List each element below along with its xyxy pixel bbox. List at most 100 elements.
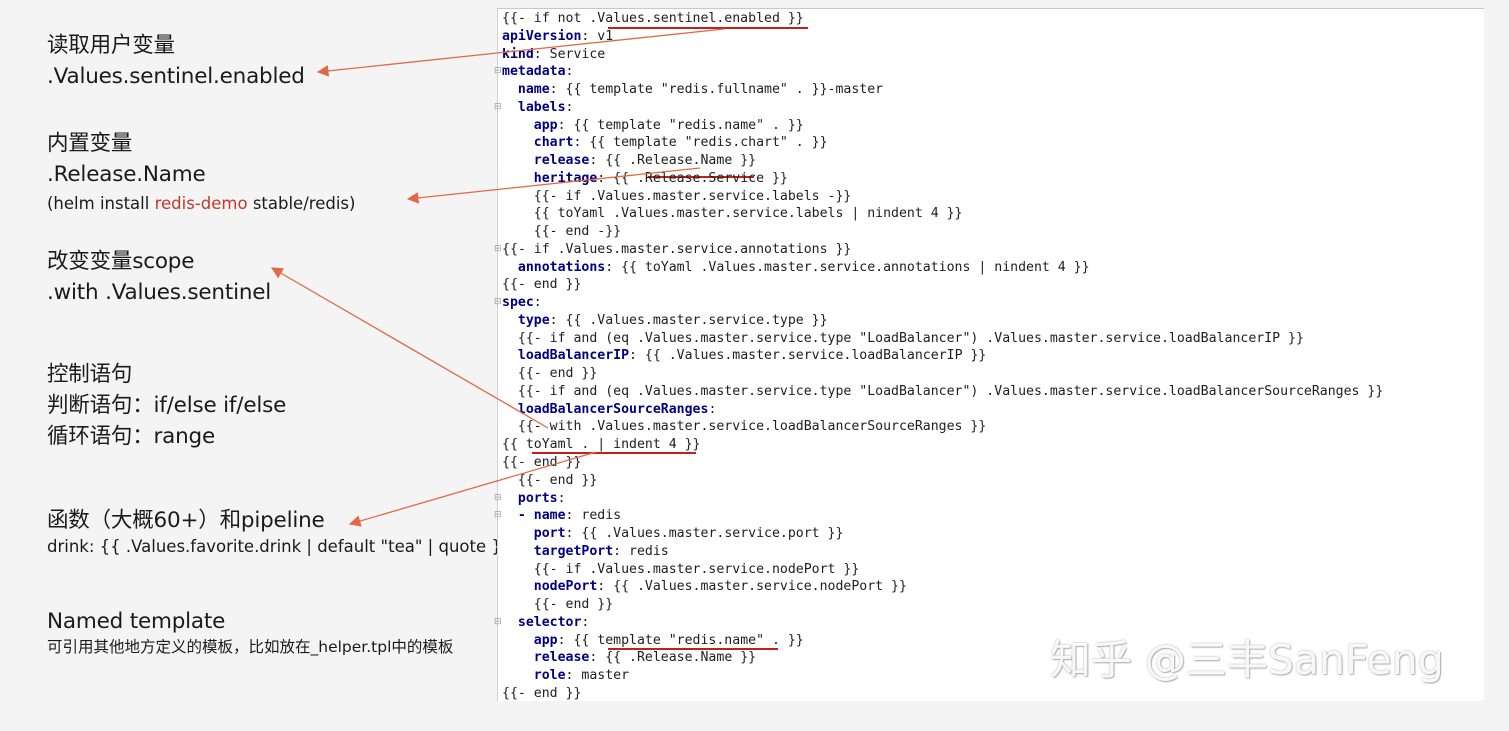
yaml-key: selector xyxy=(502,614,582,630)
fold-marker-icon: ⊟ xyxy=(494,101,502,112)
yaml-key: app xyxy=(502,117,558,133)
note-detail: 判断语句：if/else if/else xyxy=(47,393,287,418)
code-line: {{- end }} xyxy=(502,454,581,472)
code-text: : redis xyxy=(613,543,669,559)
code-text: : Service xyxy=(533,46,606,62)
code-text: : {{ .Values.master.service.loadBalancer… xyxy=(629,348,987,364)
code-line: chart: {{ template "redis.chart" . }} xyxy=(502,134,828,152)
fold-marker-icon: ⊟ xyxy=(494,66,502,77)
code-line: selector: xyxy=(502,614,589,632)
yaml-key: metadata xyxy=(502,64,566,80)
note-detail: 循环语句：range xyxy=(47,424,216,449)
code-text: : {{ .Release.Service }} xyxy=(597,170,788,186)
code-text: : {{ .Values.master.service.type }} xyxy=(549,312,828,328)
code-line: {{ toYaml . | indent 4 }} xyxy=(502,436,701,454)
code-line: {{- if and (eq .Values.master.service.ty… xyxy=(502,383,1383,401)
code-text: {{- end }} xyxy=(502,597,614,613)
code-line: role: master xyxy=(502,667,629,685)
fold-marker-icon: ⊟ xyxy=(494,297,502,308)
code-text: {{- end }} xyxy=(502,472,598,488)
code-text: {{ toYaml .Values.master.service.labels … xyxy=(502,206,963,222)
note-detail: 可引用其他地方定义的模板，比如放在_helper.tpl中的模板 xyxy=(47,638,454,656)
code-text: {{- if .Values.master.service.nodePort }… xyxy=(502,561,860,577)
yaml-key: release xyxy=(502,650,590,666)
note-scope: 改变变量scope .with .Values.sentinel xyxy=(47,246,271,308)
code-line: {{- end -}} xyxy=(502,223,621,241)
note-title: 读取用户变量 xyxy=(47,33,175,58)
code-text: {{- end }} xyxy=(502,455,582,470)
underline-sentinel-enabled xyxy=(608,27,808,29)
code-line: labels: xyxy=(502,99,574,117)
yaml-key: name xyxy=(502,82,550,98)
code-text: : {{ .Release.Name }} xyxy=(589,650,757,666)
note-title: 改变变量scope xyxy=(47,249,195,274)
yaml-key: loadBalancerIP xyxy=(502,348,630,364)
code-line: loadBalancerIP: {{ .Values.master.servic… xyxy=(502,347,986,365)
code-text: {{- if .Values.master.service.labels -}} xyxy=(502,188,852,204)
code-text: : xyxy=(581,614,590,630)
code-text: : master xyxy=(565,668,630,684)
code-text: {{- with .Values.master.service.loadBala… xyxy=(502,419,987,435)
helm-prefix: (helm install xyxy=(47,194,155,213)
note-detail: drink: {{ .Values.favorite.drink | defau… xyxy=(47,537,513,556)
helm-install-example: (helm install redis-demo stable/redis) xyxy=(47,193,355,215)
code-text: : xyxy=(565,64,574,80)
code-text: : v1 xyxy=(581,28,614,44)
yaml-key: role xyxy=(502,668,566,684)
note-detail: .with .Values.sentinel xyxy=(47,280,272,305)
code-text: {{- if and (eq .Values.master.service.ty… xyxy=(502,330,1304,346)
yaml-key: loadBalancerSourceRanges xyxy=(502,401,709,417)
code-line: {{- with .Values.master.service.loadBala… xyxy=(502,418,986,436)
code-line: release: {{ .Release.Name }} xyxy=(502,649,756,667)
fold-marker-icon: ⊟ xyxy=(494,616,502,627)
helm-suffix: stable/redis) xyxy=(247,194,356,213)
note-title: 控制语句 xyxy=(47,362,133,387)
yaml-key: type xyxy=(502,312,550,328)
fold-marker-icon: ⊟ xyxy=(494,510,502,521)
code-text: : redis xyxy=(565,508,622,524)
yaml-key: targetPort xyxy=(502,543,614,559)
code-text: {{- end }} xyxy=(502,277,582,293)
release-name-highlight: redis-demo xyxy=(154,194,248,213)
note-detail: .Release.Name xyxy=(47,162,206,187)
code-line: app: {{ template "redis.name" . }} xyxy=(502,632,804,650)
code-line: type: {{ .Values.master.service.type }} xyxy=(502,312,828,330)
note-named-template: Named template 可引用其他地方定义的模板，比如放在_helper.… xyxy=(47,606,477,657)
underline-release-name xyxy=(648,176,754,178)
note-builtin-variables: 内置变量 .Release.Name (helm install redis-d… xyxy=(47,128,355,215)
notes-panel: 读取用户变量 .Values.sentinel.enabled 内置变量 .Re… xyxy=(0,0,512,731)
code-line: metadata: xyxy=(502,63,573,81)
code-line: {{- if not .Values.sentinel.enabled }} xyxy=(502,10,804,28)
code-text: {{- end }} xyxy=(502,366,598,382)
code-line: {{ toYaml .Values.master.service.labels … xyxy=(502,205,963,223)
fold-marker-icon: ⊟ xyxy=(494,492,502,503)
note-title: Named template xyxy=(47,609,226,634)
underline-toyaml-indent xyxy=(532,452,696,454)
code-line: {{- end }} xyxy=(502,685,581,703)
code-line: {{- end }} xyxy=(502,276,581,294)
fold-marker-icon: ⊟ xyxy=(494,243,502,254)
code-text: {{- end }} xyxy=(502,685,582,701)
code-line: annotations: {{ toYaml .Values.master.se… xyxy=(502,259,1090,277)
code-line: app: {{ template "redis.name" . }} xyxy=(502,117,804,135)
code-text: : {{ .Release.Name }} xyxy=(589,153,757,169)
yaml-key: annotations xyxy=(502,259,606,275)
code-line: - name: redis xyxy=(502,507,621,525)
code-text: : xyxy=(533,295,542,311)
code-line: nodePort: {{ .Values.master.service.node… xyxy=(502,578,907,596)
yaml-key: ports xyxy=(502,490,558,506)
code-line: kind: Service xyxy=(502,46,605,64)
code-text: : {{ .Values.master.service.nodePort }} xyxy=(597,579,907,595)
code-text: {{- end -}} xyxy=(502,224,622,240)
code-line: apiVersion: v1 xyxy=(502,28,613,46)
note-title: 函数（大概60+）和pipeline xyxy=(47,508,325,533)
yaml-key: app xyxy=(502,632,558,648)
yaml-key: kind xyxy=(502,46,534,62)
code-text: {{ toYaml . | indent 4 }} xyxy=(502,437,701,453)
yaml-key: spec xyxy=(502,295,534,311)
code-line: {{- end }} xyxy=(502,596,613,614)
code-listing: {{- if not .Values.sentinel.enabled }}ap… xyxy=(494,8,1484,703)
watermark: 知乎 @三丰SanFeng xyxy=(1050,636,1444,684)
yaml-key: labels xyxy=(502,99,566,115)
note-user-variables: 读取用户变量 .Values.sentinel.enabled xyxy=(47,30,305,92)
